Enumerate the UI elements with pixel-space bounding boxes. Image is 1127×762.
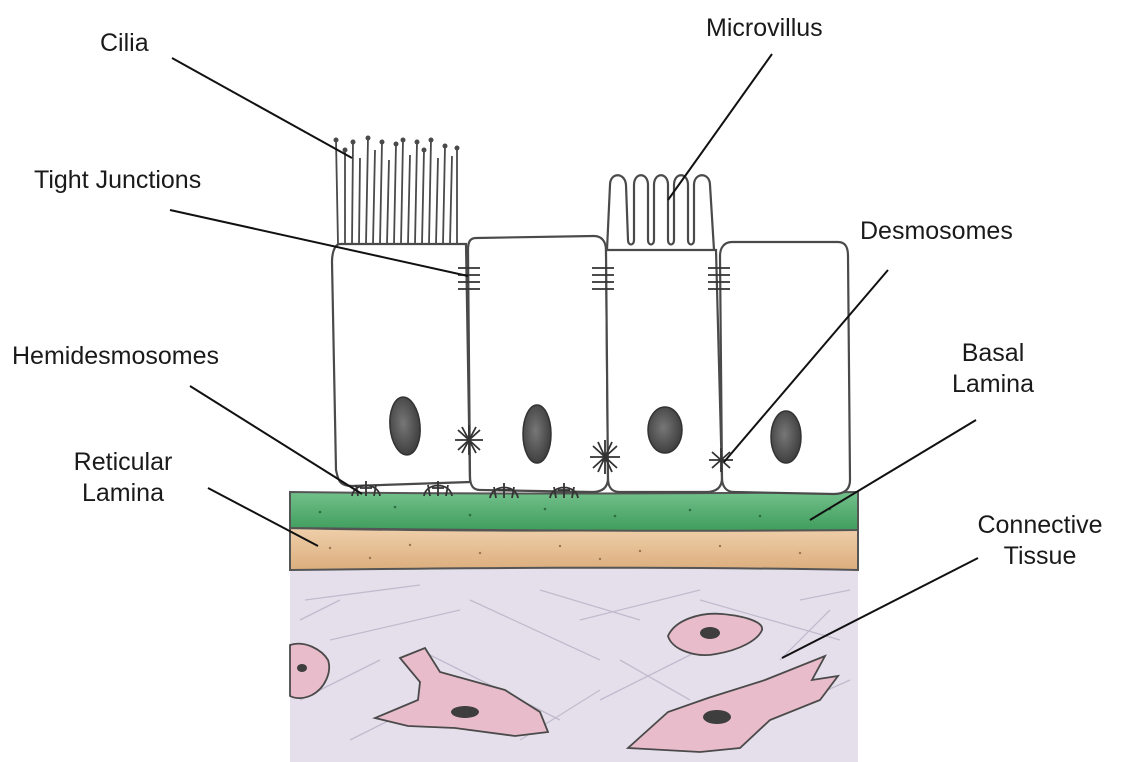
connective-tissue-label-line1: Connective (960, 510, 1120, 541)
microvillus-label: Microvillus (706, 13, 823, 44)
reticular-lamina-label: Reticular Lamina (58, 447, 188, 509)
cilia-leader (172, 58, 352, 158)
microvillus-leader (668, 54, 772, 200)
hemidesmosomes-label: Hemidesmosomes (12, 341, 219, 372)
cilia-label: Cilia (100, 28, 149, 59)
basal-lamina-label-line1: Basal (938, 338, 1048, 369)
basal-lamina-label: Basal Lamina (938, 338, 1048, 400)
microvillus-cell (606, 250, 722, 492)
basal-lamina-layer (290, 492, 858, 531)
basal-lamina-label-line2: Lamina (938, 369, 1048, 400)
epithelial-cells (332, 236, 850, 494)
reticular-lamina-label-line1: Reticular (58, 447, 188, 478)
connective-tissue-label: Connective Tissue (960, 510, 1120, 572)
desmosomes-label: Desmosomes (860, 216, 1013, 247)
microvilli (607, 175, 714, 250)
tight-junctions-label: Tight Junctions (34, 165, 201, 196)
connective-tissue-layer (290, 568, 858, 762)
reticular-lamina-layer (290, 528, 858, 570)
connective-tissue-label-line2: Tissue (960, 541, 1120, 572)
cilia (336, 138, 458, 244)
reticular-lamina-label-line2: Lamina (58, 478, 188, 509)
